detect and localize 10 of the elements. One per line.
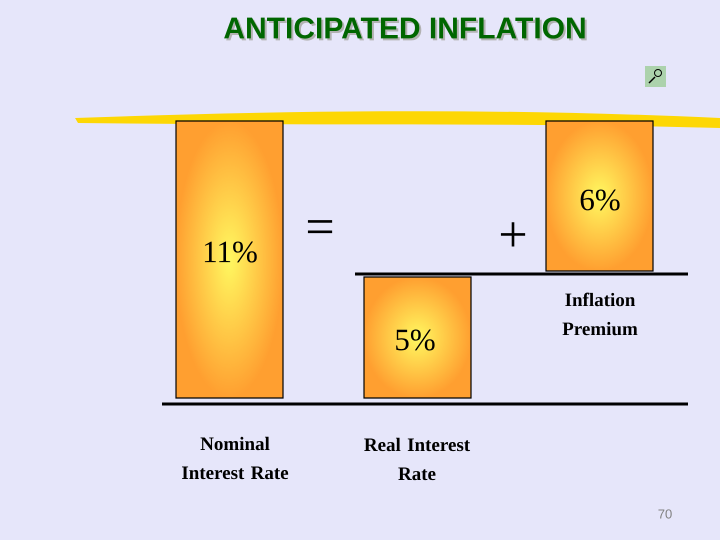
bar-box: 5% xyxy=(363,276,472,399)
bar-caption: Real Interest Rate xyxy=(364,438,470,480)
operator-sign: + xyxy=(500,222,526,247)
bar-caption: Inflation Premium xyxy=(562,292,638,336)
title: ANTICIPATED INFLATION xyxy=(224,17,585,39)
bar-caption: Nominal Interest Rate xyxy=(182,436,288,480)
page-number: 70 xyxy=(658,509,672,519)
bar-box: 6% xyxy=(545,120,654,272)
bar-box: 11% xyxy=(175,120,284,399)
operator-sign: = xyxy=(308,220,332,234)
